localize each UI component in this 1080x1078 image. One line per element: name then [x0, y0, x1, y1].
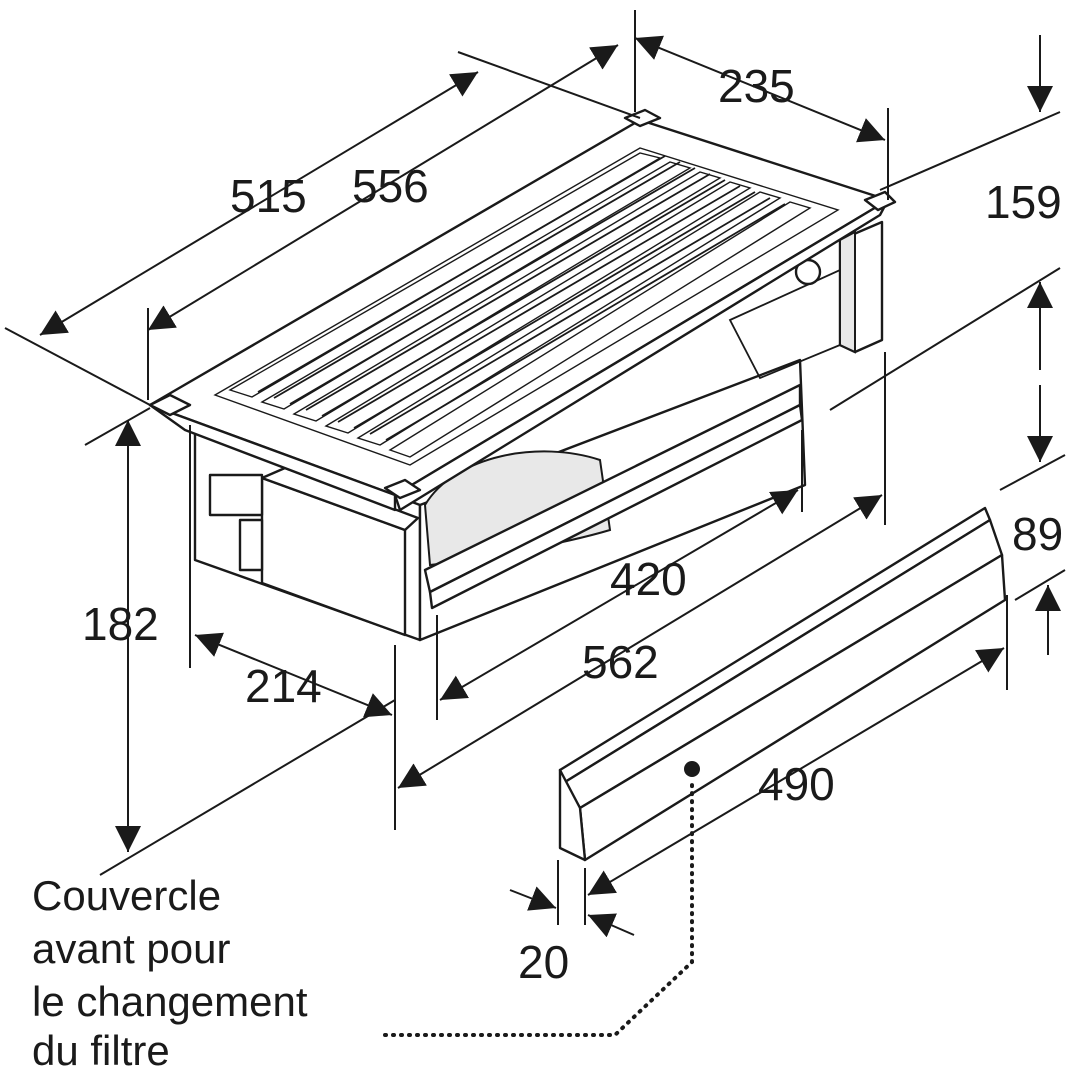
note-line-1: Couvercle	[32, 872, 221, 919]
label-20: 20	[518, 936, 569, 988]
note-line-3: le changement	[32, 978, 308, 1025]
note-line-2: avant pour	[32, 925, 230, 972]
cover-marker-dot	[684, 761, 700, 777]
label-214: 214	[245, 660, 322, 712]
dim-556-line	[147, 44, 619, 331]
label-515: 515	[230, 170, 307, 222]
dimension-labels: 515 556 235 159 182 214 420 562 89 490 2…	[82, 60, 1063, 988]
dim-214-line	[194, 632, 393, 718]
note-leader	[383, 778, 694, 1037]
tab-front	[383, 478, 422, 500]
label-182: 182	[82, 598, 159, 650]
dim-20-right-arrow	[587, 913, 635, 938]
label-556: 556	[352, 160, 429, 212]
dim-562-line	[397, 494, 883, 789]
grille-frame-front-edge	[148, 403, 397, 512]
label-420: 420	[610, 553, 687, 605]
dim-20-left-arrow	[509, 886, 557, 911]
label-159: 159	[985, 176, 1062, 228]
note-line-4: du filtre	[32, 1027, 170, 1074]
label-490: 490	[758, 758, 835, 810]
filter-cover-note: Couvercle avant pour le changement du fi…	[32, 872, 308, 1074]
left-clip	[208, 473, 264, 517]
label-235: 235	[718, 60, 795, 112]
left-clip-lower	[238, 518, 264, 572]
motor-block-side	[839, 230, 856, 354]
cover-left-end	[558, 768, 587, 862]
label-89: 89	[1012, 508, 1063, 560]
dimension-arrows	[39, 35, 1061, 938]
label-562: 562	[582, 636, 659, 688]
tab-left	[148, 393, 192, 417]
dim-235-line	[634, 35, 886, 143]
inner-frame	[728, 268, 841, 380]
dim-490-line	[587, 647, 1005, 896]
